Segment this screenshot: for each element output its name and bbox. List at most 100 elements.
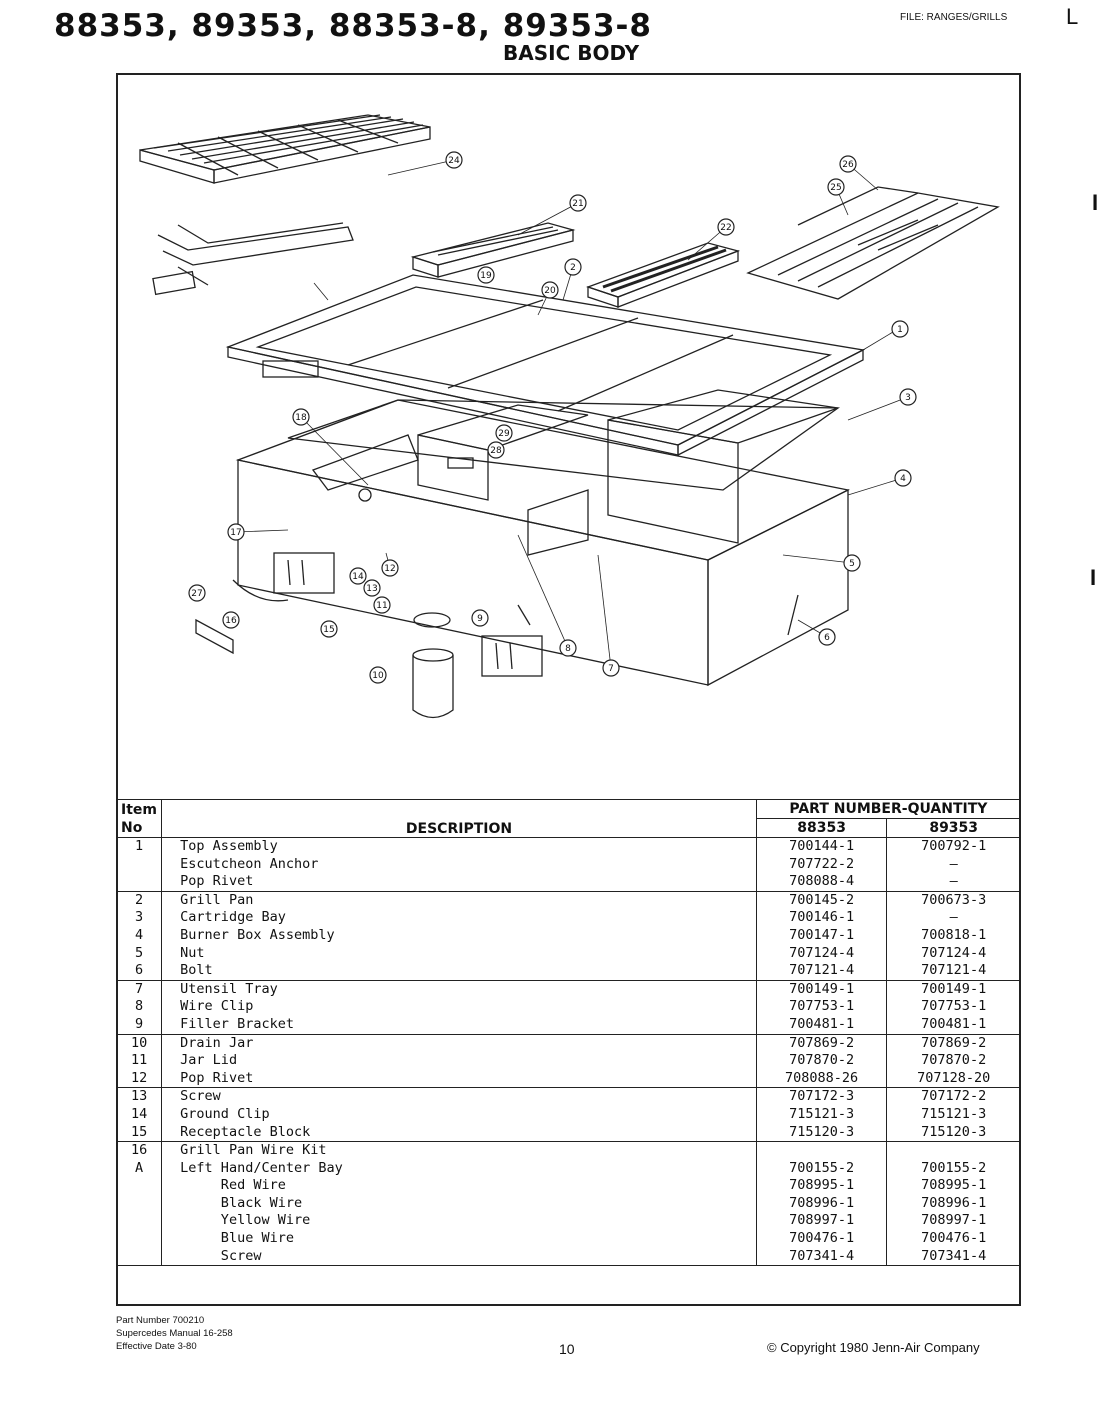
callout-24: 24 [445,151,463,169]
svg-text:5: 5 [849,559,855,569]
description-cell: Nut [161,944,757,963]
item-no-cell: 7 [115,980,163,999]
item-no-cell [115,855,163,874]
part-89353-cell: 715120-3 [886,1123,1021,1143]
part-88353-cell: 700155-2 [755,1159,888,1178]
callout-8: 8 [559,639,577,657]
svg-text:1: 1 [897,325,903,335]
item-no-cell [115,1177,163,1195]
item-no-cell: 8 [115,998,163,1016]
scan-mark: I [1090,565,1097,590]
svg-text:24: 24 [448,156,460,166]
part-88353-cell: 700147-1 [755,926,888,945]
svg-text:3: 3 [905,393,911,403]
part-89353-cell: 707753-1 [886,998,1021,1016]
item-no-cell [115,1247,163,1267]
description-cell: Left Hand/Center Bay [161,1159,757,1178]
part-88353-cell: 707124-4 [755,944,888,963]
callout-18: 18 [292,408,310,426]
description-cell: Cartridge Bay [161,909,757,927]
item-no-cell: 10 [115,1034,163,1053]
part-89353-cell: 707124-4 [886,944,1021,963]
scan-mark: I [1092,190,1099,215]
svg-text:7: 7 [608,664,614,674]
item-no-cell [115,1230,163,1248]
svg-text:6: 6 [824,633,830,643]
corner-mark: L [1066,4,1079,29]
item-no-cell: 16 [115,1141,163,1160]
part-88353-cell: 700146-1 [755,909,888,927]
part-88353-cell: 715121-3 [755,1105,888,1124]
burner-cartridge [410,222,576,278]
description-cell: Grill Pan Wire Kit [161,1141,757,1160]
part-89353-cell: 700792-1 [886,837,1021,856]
callout-10: 10 [369,666,387,684]
grill-grate [139,114,431,184]
part-89353-cell: 708995-1 [886,1177,1021,1195]
callout-14: 14 [349,567,367,585]
receptacle-block [273,552,543,677]
description-cell: Ground Clip [161,1105,757,1124]
part-number: Part Number 700210 [116,1315,205,1326]
part-89353-cell: 700476-1 [886,1230,1021,1248]
part-89353-cell: 708996-1 [886,1194,1021,1213]
callout-15: 15 [320,620,338,638]
description-cell: Wire Clip [161,998,757,1016]
description-cell: Escutcheon Anchor [161,855,757,874]
callout-16: 16 [222,611,240,629]
page-title: 88353, 89353, 88353-8, 89353-8 [54,8,652,44]
item-no-cell: 14 [115,1105,163,1124]
part-88353-cell: 700149-1 [755,980,888,999]
part-88353-cell: 707121-4 [755,962,888,981]
item-no-cell: 5 [115,944,163,963]
part-89353-cell: 700155-2 [886,1159,1021,1178]
part-88353-cell: 708995-1 [755,1177,888,1195]
griddle [746,186,1000,300]
part-88353-cell [755,1141,888,1160]
svg-text:16: 16 [225,616,237,626]
callout-19: 19 [477,266,495,284]
part-88353-cell: 700145-2 [755,891,888,910]
description-cell: Top Assembly [161,837,757,856]
svg-text:14: 14 [352,572,364,582]
description-cell: Burner Box Assembly [161,926,757,945]
part-88353-cell: 707172-3 [755,1087,888,1106]
description-cell: Red Wire [161,1177,757,1195]
item-no-cell: 4 [115,926,163,945]
model-89353-header: 89353 [886,818,1021,838]
description-cell: Black Wire [161,1194,757,1213]
file-tag: FILE: RANGES/GRILLS [900,12,1008,23]
part-88353-cell: 707869-2 [755,1034,888,1053]
part-89353-cell: 707172-2 [886,1087,1021,1106]
part-89353-cell: 700149-1 [886,980,1021,999]
description-cell: Blue Wire [161,1230,757,1248]
callout-13: 13 [363,579,381,597]
callout-3: 3 [899,388,917,406]
description-cell: Filler Bracket [161,1015,757,1035]
callout-7: 7 [602,659,620,677]
callout-29: 29 [495,424,513,442]
svg-text:26: 26 [842,160,854,170]
part-88353-cell: 707341-4 [755,1247,888,1267]
callout-6: 6 [818,628,836,646]
part-89353-cell: 707128-20 [886,1069,1021,1089]
svg-text:9: 9 [477,614,483,624]
heating-element [152,222,354,296]
svg-text:19: 19 [480,271,492,281]
svg-text:21: 21 [572,199,583,209]
callout-4: 4 [894,469,912,487]
